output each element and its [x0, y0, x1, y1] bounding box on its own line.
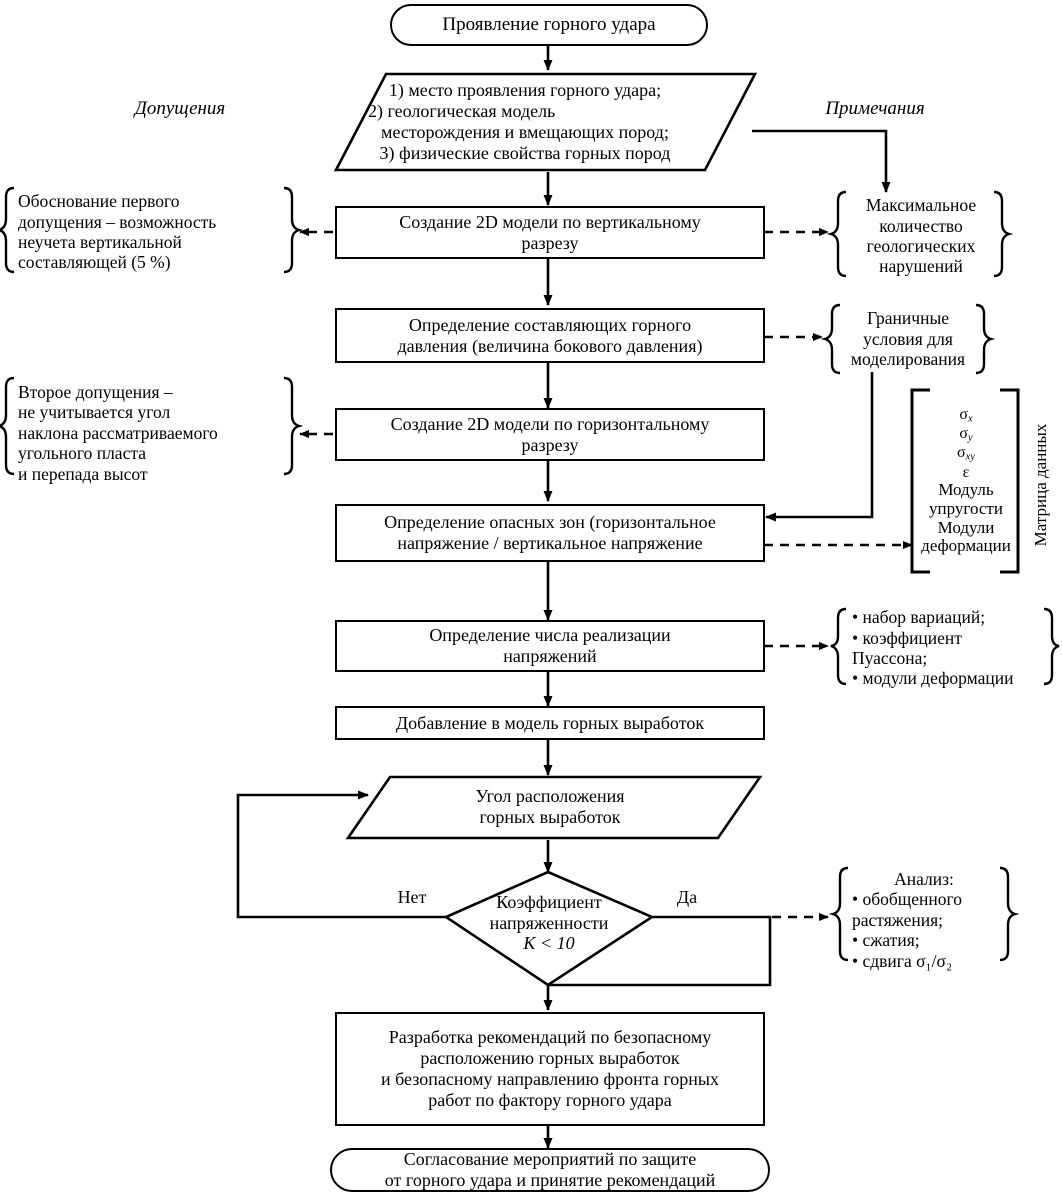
note-assumption-1-line-1: Обоснование первого: [18, 191, 180, 212]
node-add-workings[interactable]: Добавление в модель горных выработок: [335, 706, 765, 740]
node-recommendations-line-4: работ по фактору горного удара: [428, 1089, 672, 1110]
node-recommendations-line-2: расположению горных выработок: [420, 1048, 680, 1069]
edge-label-yes: Да: [662, 885, 712, 909]
node-create-2d-vertical-line-1: Создание 2D модели по вертикальному: [399, 211, 701, 232]
note-assumption-2-line-2: не учитывается угол: [18, 402, 171, 423]
node-recommendations[interactable]: Разработка рекомендаций по безопасному р…: [335, 1012, 765, 1126]
note-analysis-line-4: • сдвига σ₁/σ₂: [852, 950, 953, 971]
node-end[interactable]: Согласование мероприятий по защите от го…: [330, 1148, 770, 1192]
node-determine-pressure-line-1: Определение составляющих горного: [408, 314, 692, 335]
note-assumption-2-line-3: наклона рассматриваемого: [18, 422, 218, 443]
note-variation-set-line-3: Пуассона;: [852, 648, 928, 668]
node-start-label: Проявление горного удара: [442, 13, 656, 35]
node-angle-of-workings-line-1: Угол расположения: [475, 786, 625, 807]
note-assumption-1-line-2: допущения – возможность: [18, 211, 217, 232]
note-assumption-2-line-4: угольного пласта: [18, 443, 146, 464]
node-inputs-line-1: 1) место проявления горного удара;: [388, 80, 662, 101]
node-decision-stress-coefficient[interactable]: Коэффициент напряженности K < 10: [453, 890, 645, 956]
node-determine-danger-zones[interactable]: Определение опасных зон (горизонтальное …: [335, 504, 765, 562]
node-inputs-line-3: месторождения и вмещающих пород;: [381, 122, 669, 142]
note-analysis-line-2: растяжения;: [852, 909, 944, 930]
node-create-2d-horizontal-line-1: Создание 2D модели по горизонтальному: [390, 413, 710, 434]
node-inputs-line-2: 2) геологическая модель: [368, 101, 556, 122]
node-determine-realizations[interactable]: Определение числа реализации напряжений: [335, 620, 765, 672]
notes-label: Примечания: [825, 97, 925, 119]
note-boundary-conditions-line-2: условия для: [863, 328, 953, 349]
node-inputs[interactable]: 1) место проявления горного удара; 2) ге…: [350, 78, 700, 166]
note-variation-set: • набор вариаций; • коэффициент Пуассона…: [846, 607, 1044, 689]
data-matrix-label-text: Матрица данных: [1031, 423, 1050, 547]
edge-label-no-text: Нет: [397, 886, 427, 907]
section-title-notes: Примечания: [780, 96, 970, 122]
note-analysis-title: Анализ:: [894, 868, 954, 889]
note-max-faults-line-4: нарушений: [879, 256, 963, 277]
node-determine-danger-zones-line-2: напряжение / вертикальное напряжение: [397, 533, 703, 553]
node-determine-pressure-line-2: давления (величина бокового давления): [397, 335, 703, 356]
node-start[interactable]: Проявление горного удара: [390, 4, 708, 46]
note-boundary-conditions: Граничные условия для моделирования: [838, 305, 978, 373]
matrix-row-sigma-y: σy: [959, 425, 973, 444]
matrix-row-moduli-1: Модули: [937, 517, 995, 537]
matrix-row-moduli-2: деформации: [921, 536, 1011, 556]
node-create-2d-vertical[interactable]: Создание 2D модели по вертикальному разр…: [335, 206, 765, 259]
matrix-row-modulus-2: упругости: [929, 498, 1003, 518]
note-max-faults-line-2: количество: [879, 215, 963, 236]
node-decision-line-3: K < 10: [523, 933, 575, 954]
note-assumption-1: Обоснование первого допущения – возможно…: [18, 188, 282, 276]
node-determine-pressure[interactable]: Определение составляющих горного давлени…: [335, 308, 765, 363]
data-matrix-label: Матрица данных: [1031, 395, 1053, 575]
note-assumption-2-line-1: Второе допущения –: [18, 381, 173, 402]
note-analysis-line-1: • обобщенного: [852, 889, 963, 910]
node-determine-danger-zones-line-1: Определение опасных зон (горизонтальное: [384, 512, 716, 533]
node-recommendations-line-3: и безопасному направлению фронта горных: [380, 1069, 720, 1089]
node-add-workings-label: Добавление в модель горных выработок: [395, 712, 705, 733]
note-max-faults-line-1: Максимальное: [865, 195, 977, 216]
matrix-row-modulus-1: Модуль: [938, 480, 994, 500]
node-determine-realizations-line-1: Определение числа реализации: [429, 625, 671, 646]
note-max-faults-line-3: геологических: [866, 236, 976, 256]
note-boundary-conditions-line-1: Граничные: [867, 308, 949, 329]
note-assumption-2: Второе допущения – не учитывается угол н…: [18, 378, 282, 488]
node-create-2d-vertical-line-2: разрезу: [521, 232, 579, 253]
node-decision-line-1: Коэффициент: [496, 891, 602, 912]
matrix-row-sigma-x: σx: [959, 405, 973, 425]
data-matrix: σx σy σxy ε Модуль упругости Модули дефо…: [920, 392, 1012, 570]
node-angle-of-workings-line-2: горных выработок: [479, 807, 621, 827]
node-angle-of-workings[interactable]: Угол расположения горных выработок: [400, 781, 700, 833]
node-recommendations-line-1: Разработка рекомендаций по безопасному: [388, 1027, 712, 1048]
node-end-line-2: от горного удара и принятие рекомендаций: [384, 1170, 716, 1190]
note-boundary-conditions-line-3: моделирования: [850, 349, 966, 370]
note-assumption-1-line-4: составляющей (5 %): [18, 252, 171, 273]
edge-label-yes-text: Да: [676, 886, 698, 907]
note-assumption-2-line-5: и перепада высот: [18, 463, 148, 484]
note-analysis: Анализ: • обобщенного растяжения; • сжат…: [848, 868, 1000, 972]
assumptions-label: Допущения: [134, 97, 226, 119]
edge-label-no: Нет: [382, 885, 442, 909]
matrix-row-epsilon: ε: [962, 463, 970, 481]
section-title-assumptions: Допущения: [90, 96, 270, 122]
matrix-row-sigma-xy: σxy: [957, 444, 975, 464]
node-end-line-1: Согласование мероприятий по защите: [403, 1149, 697, 1170]
node-determine-realizations-line-2: напряжений: [503, 646, 597, 666]
node-decision-line-2: напряженности: [489, 912, 609, 933]
note-max-geological-faults: Максимальное количество геологических на…: [846, 192, 996, 280]
note-assumption-1-line-3: неучета вертикальной: [18, 232, 182, 252]
node-inputs-line-4: 3) физические свойства горных пород: [379, 142, 671, 163]
node-create-2d-horizontal-line-2: разрезу: [521, 434, 579, 455]
note-variation-set-line-2: • коэффициент: [852, 627, 962, 648]
node-create-2d-horizontal[interactable]: Создание 2D модели по горизонтальному ра…: [335, 408, 765, 461]
note-analysis-line-3: • сжатия;: [852, 930, 920, 951]
note-variation-set-line-4: • модули деформации: [852, 668, 1014, 689]
note-variation-set-line-1: • набор вариаций;: [852, 607, 986, 628]
